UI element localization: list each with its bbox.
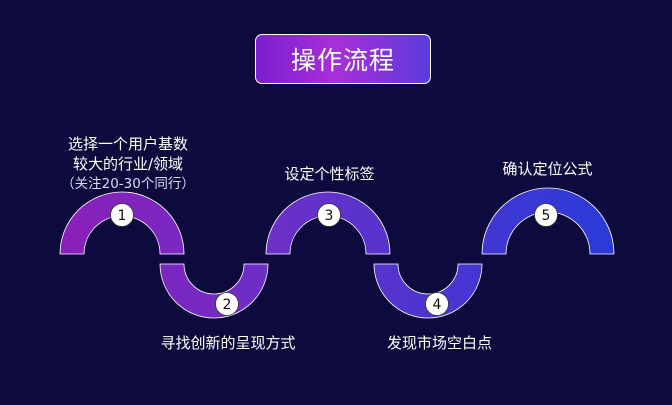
wave-segment-4 — [373, 263, 483, 319]
step-1-line1: 选择一个用户基数 — [67, 135, 188, 153]
step-number-1: 1 — [118, 208, 127, 224]
step-2-line1: 寻找创新的呈现方式 — [160, 334, 296, 352]
step-number-3: 3 — [325, 208, 334, 224]
step-number-4: 4 — [433, 297, 442, 313]
step-label-2: 寻找创新的呈现方式 — [143, 333, 313, 353]
wave-segment-3 — [265, 191, 391, 255]
step-1-line2: 较大的行业/领域 — [72, 155, 184, 173]
wave-segment-5 — [481, 187, 615, 255]
wave-segment-1 — [59, 191, 185, 255]
step-badge-3: 3 — [317, 203, 341, 227]
step-3-line1: 设定个性标签 — [284, 165, 375, 183]
step-badge-4: 4 — [425, 292, 449, 316]
step-number-5: 5 — [542, 208, 551, 224]
step-5-line1: 确认定位公式 — [502, 160, 593, 178]
step-label-3: 设定个性标签 — [272, 164, 387, 184]
step-label-4: 发现市场空白点 — [372, 333, 507, 353]
step-badge-2: 2 — [215, 292, 239, 316]
step-number-2: 2 — [223, 297, 232, 313]
step-label-5: 确认定位公式 — [490, 159, 605, 179]
step-1-note: （关注20-30个同行） — [61, 176, 195, 192]
wave-segment-2 — [159, 263, 269, 319]
step-badge-1: 1 — [110, 203, 134, 227]
step-badge-5: 5 — [534, 203, 558, 227]
page-title: 操作流程 — [255, 34, 431, 84]
step-label-1: 选择一个用户基数 较大的行业/领域 （关注20-30个同行） — [58, 134, 198, 194]
step-4-line1: 发现市场空白点 — [386, 334, 492, 352]
